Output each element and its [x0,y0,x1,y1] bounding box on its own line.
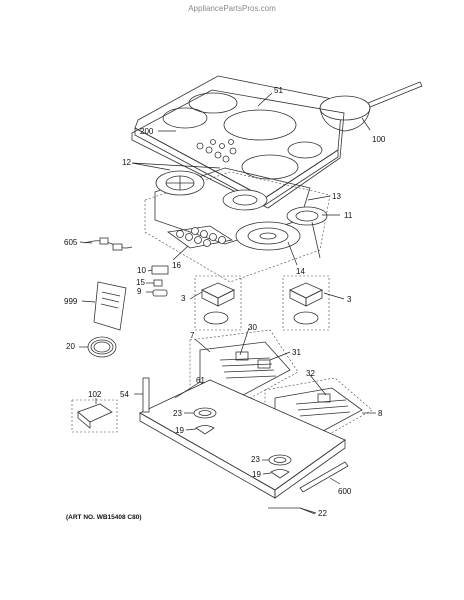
skillet [319,81,423,132]
wire-harness [84,237,133,251]
callout-7: 7 [190,331,195,340]
callout-14: 14 [296,267,305,276]
control-touchpad [196,139,237,163]
callout-32: 32 [306,369,315,378]
callout-999: 999 [64,297,78,306]
callout-3-left: 3 [181,294,186,303]
clip [153,279,163,287]
callout-51: 51 [274,86,283,95]
bottom-pan [139,379,346,499]
callout-20: 20 [66,342,75,351]
callout-23-front: 23 [173,409,182,418]
callout-11: 11 [344,211,353,220]
terminal-block [71,399,118,433]
art-number: (ART NO. WB15408 C80) [66,514,142,521]
callout-30: 30 [248,323,257,332]
callout-3-right: 3 [347,295,352,304]
callout-22: 22 [318,509,327,518]
callout-19-rear: 19 [252,470,261,479]
vent-ring-front [193,407,217,419]
callout-13: 13 [332,192,341,201]
callout-200: 200 [140,127,154,136]
literature-manual [93,281,127,331]
support-rail [142,377,150,413]
trim-gasket [131,89,345,209]
watermark-text: AppliancePartsPros.com [188,4,276,13]
callout-600: 600 [338,487,352,496]
callout-23-rear: 23 [251,455,260,464]
element-housing-right [282,275,330,331]
callout-54: 54 [120,390,129,399]
glass-cooktop [134,75,343,206]
callout-31: 31 [292,348,301,357]
trim-strip [268,507,316,515]
vent-ring-rear [268,454,292,466]
surface-element-right [286,206,328,259]
callout-9: 9 [137,287,142,296]
callout-16: 16 [172,261,181,270]
foot-rear [270,469,290,479]
relay-board [151,265,169,275]
element-housing-left [194,275,242,331]
callout-15: 15 [136,278,145,287]
bracket [152,289,168,297]
callout-19-front: 19 [175,426,184,435]
callout-605: 605 [64,238,78,247]
foot-front [195,425,215,435]
callout-100: 100 [372,135,386,144]
wiring-strip [299,461,349,493]
infinite-switch-assembly [166,225,234,249]
surface-element-left [155,170,205,196]
callout-102: 102 [88,390,102,399]
power-cord [87,336,117,358]
leader-lines [79,92,376,514]
callout-10: 10 [137,266,146,275]
surface-element-center [222,189,268,211]
callout-8: 8 [378,409,383,418]
callout-12: 12 [122,158,131,167]
callout-61: 61 [196,376,205,385]
surface-element-large [235,221,301,251]
